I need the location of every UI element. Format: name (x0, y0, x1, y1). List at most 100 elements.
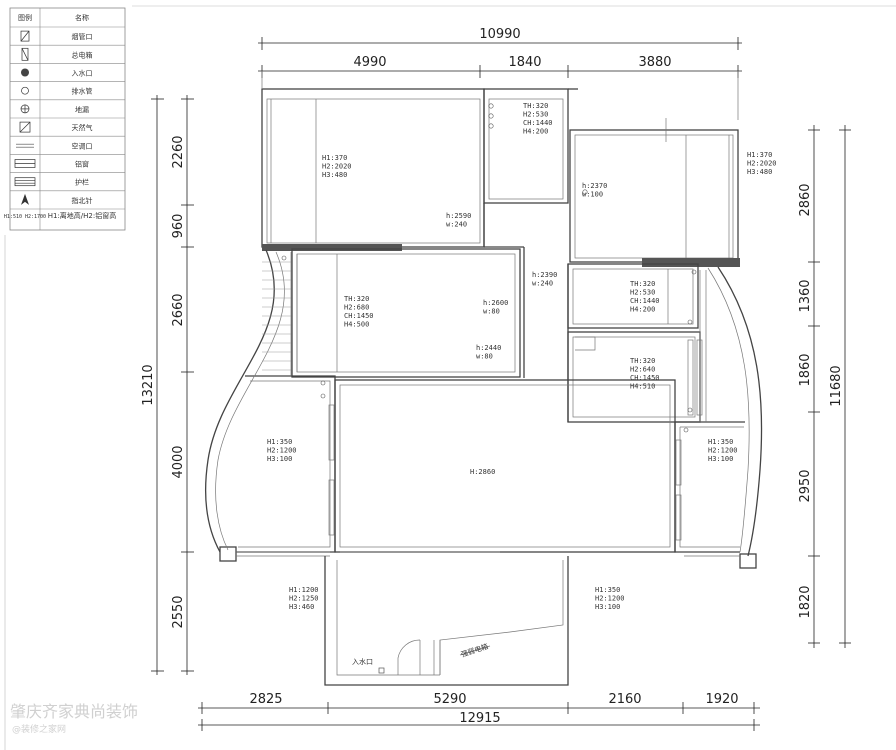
distribution-box-icon (21, 47, 29, 61)
water-inlet-label: 入水口 (352, 657, 373, 666)
legend-header-icon: 图例 (18, 13, 32, 22)
dim-right-total: 11680 (829, 365, 844, 406)
note-bath3: CH:1450 (630, 374, 660, 382)
north-arrow-icon (21, 193, 29, 205)
legend-label: 入水口 (72, 69, 93, 78)
note-bedroom2-window: H1:370 (747, 151, 772, 159)
legend-footer-icon: H1:510 H2:1700 (4, 214, 46, 220)
note-bath2: CH:1440 (630, 297, 660, 305)
note-right-room: H2:1200 (708, 447, 738, 455)
note-study-door2: w:80 (476, 353, 493, 361)
dim-bottom-total: 12915 (459, 711, 500, 726)
dim-right-1: 2860 (798, 183, 813, 216)
note-study: H2:680 (344, 304, 369, 312)
note-entry-left: H1:1200 (289, 586, 319, 594)
note-entry-left: H2:1250 (289, 595, 319, 603)
floor-drain-icon (20, 104, 30, 114)
note-bath2: H4:200 (630, 306, 655, 314)
note-living: H:2860 (470, 468, 495, 476)
note-bath2: H2:530 (630, 289, 655, 297)
dim-top-total: 10990 (479, 27, 520, 42)
note-study-door1: h:2600 (483, 299, 508, 307)
legend-label: 护栏 (75, 178, 89, 187)
watermark-subtext: @装修之家网 (12, 725, 67, 735)
note-left-room: H3:100 (267, 455, 292, 463)
left-dimensions: 13210 2260 960 2660 4000 2550 (141, 95, 194, 675)
note-bath1: CH:1440 (523, 119, 553, 127)
note-bedroom2-door: w:100 (582, 191, 603, 199)
note-bedroom2-window: H2:2020 (747, 160, 777, 168)
note-left-room: H1:350 (267, 438, 292, 446)
dim-top-1: 4990 (353, 55, 386, 70)
legend-label: 铝窗 (75, 160, 89, 169)
dim-right-3: 1860 (798, 353, 813, 386)
note-bedroom1-door: h:2590 (446, 212, 471, 220)
note-bath2: TH:320 (630, 280, 655, 288)
guardrail-icon (14, 177, 36, 187)
gas-icon (19, 121, 31, 133)
dim-top-2: 1840 (508, 55, 541, 70)
note-study: H4:500 (344, 321, 369, 329)
dim-bottom-2: 5290 (433, 692, 466, 707)
note-bath1: H4:200 (523, 128, 548, 136)
note-study: CH:1450 (344, 312, 374, 320)
note-bedroom2-window: H3:480 (747, 168, 772, 176)
note-bedroom1-window: H3:480 (322, 171, 347, 179)
drain-pipe-icon (21, 86, 29, 95)
dim-left-2: 960 (171, 214, 186, 239)
legend-label: 指北针 (72, 196, 93, 205)
dim-right-4: 2950 (798, 469, 813, 502)
legend-label: 总电箱 (72, 50, 93, 59)
dim-bottom-1: 2825 (249, 692, 282, 707)
legend-label: 排水管 (72, 87, 93, 96)
dim-left-3: 2660 (171, 293, 186, 326)
note-bath3: TH:320 (630, 357, 655, 365)
note-right-room: H3:100 (708, 455, 733, 463)
legend-label: 天然气 (72, 123, 93, 132)
dim-right-2: 1360 (798, 279, 813, 312)
room-notes: H1:370H2:2020H3:480TH:320H2:530CH:1440H4… (267, 102, 777, 611)
note-bath3: H4:510 (630, 383, 655, 391)
legend-label: 地漏 (75, 105, 89, 114)
note-entry-right: H1:350 (595, 586, 620, 594)
walls (205, 88, 763, 686)
elevator-label: 强弱电箱 (460, 642, 489, 659)
water-inlet-icon (21, 68, 29, 77)
dim-bottom-4: 1920 (705, 692, 738, 707)
bottom-dimensions: 2825 5290 2160 1920 12915 (198, 692, 760, 731)
aluminum-window-icon (14, 159, 36, 168)
legend-header-name: 名称 (75, 13, 89, 22)
dim-left-1: 2260 (171, 135, 186, 168)
legend-label: 空调口 (72, 141, 93, 150)
legend-label: 烟管口 (72, 32, 93, 41)
dim-left-total: 13210 (141, 364, 156, 405)
window-marks (281, 103, 703, 541)
note-bath1: TH:320 (523, 102, 548, 110)
watermark-text: 肇庆齐家典尚装饰 (10, 702, 139, 721)
note-entry-right: H3:100 (595, 603, 620, 611)
dim-left-5: 2550 (171, 595, 186, 628)
chimney-outlet-icon (20, 30, 30, 42)
note-corridor-door: h:2390 (532, 271, 557, 279)
dim-right-5: 1820 (798, 585, 813, 618)
right-dimensions: 2860 1360 1860 2950 1820 11680 (798, 125, 851, 648)
ac-outlet-icon (16, 143, 34, 148)
note-bath1: H2:530 (523, 111, 548, 119)
note-bedroom1-window: H1:370 (322, 154, 347, 162)
note-left-room: H2:1200 (267, 447, 297, 455)
note-study-door1: w:80 (483, 308, 500, 316)
note-entry-right: H2:1200 (595, 595, 625, 603)
note-right-room: H1:350 (708, 438, 733, 446)
note-bedroom1-door: w:240 (446, 221, 467, 229)
note-bedroom2-door: h:2370 (582, 182, 607, 190)
note-bedroom1-window: H2:2020 (322, 163, 352, 171)
note-study: TH:320 (344, 295, 369, 303)
note-corridor-door: w:240 (532, 280, 553, 288)
dim-top-3: 3880 (638, 55, 671, 70)
top-dimensions: 10990 4990 1840 3880 (258, 27, 742, 120)
legend-footer-name: H1:离地高/H2:铝窗高 (48, 211, 117, 220)
note-bath3: H2:640 (630, 366, 655, 374)
dim-bottom-3: 2160 (608, 692, 641, 707)
